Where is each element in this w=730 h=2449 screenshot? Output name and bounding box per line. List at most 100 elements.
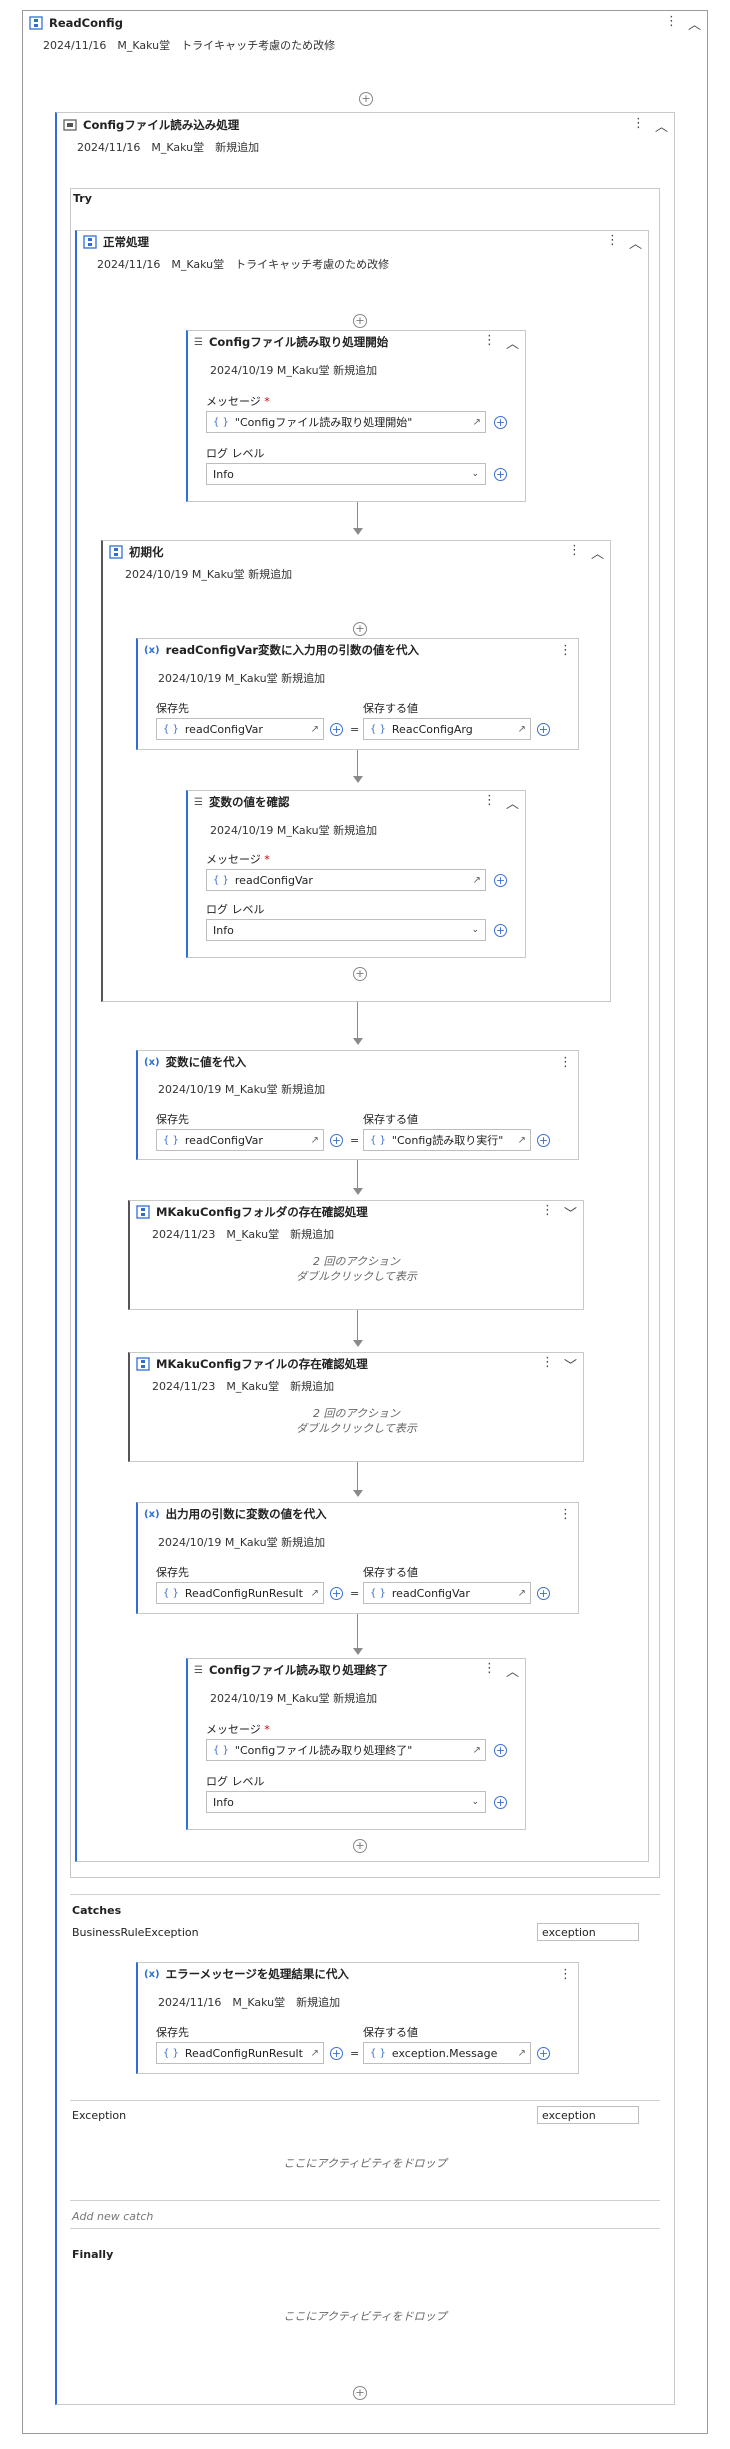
collapse-icon[interactable]: ︿ xyxy=(505,336,519,352)
collapse-icon[interactable]: ︿ xyxy=(505,1664,519,1680)
assign-read-activity[interactable]: (x) readConfigVar変数に入力用の引数の値を代入 ⋮ 2024/1… xyxy=(136,638,579,750)
expand-icon[interactable]: ↗ xyxy=(517,2047,526,2059)
more-options-icon[interactable]: ⋮ xyxy=(664,13,678,29)
assign-value-input[interactable]: { } ReacConfigArg ↗ xyxy=(363,718,531,740)
message-label: メッセージ * xyxy=(206,1723,270,1736)
expand-icon[interactable]: ↗ xyxy=(310,1587,319,1599)
log-level-select[interactable]: Info ⌄ xyxy=(206,1791,486,1813)
assign-value-input[interactable]: { } readConfigVar ↗ xyxy=(363,1582,531,1604)
insert-activity-button[interactable]: + xyxy=(353,622,367,636)
add-expression-icon[interactable]: + xyxy=(494,1796,507,1809)
expand-icon[interactable]: ↗ xyxy=(310,1134,319,1146)
business-exception-var-input[interactable]: exception xyxy=(537,1923,639,1941)
assign-read-header[interactable]: (x) readConfigVar変数に入力用の引数の値を代入 ⋮ xyxy=(138,639,578,661)
add-expression-icon[interactable]: + xyxy=(537,1134,550,1147)
log-check-activity[interactable]: ☰ 変数の値を確認 ⋮︿ 2024/10/19 M_Kaku堂 新規追加 メッセ… xyxy=(186,790,526,958)
collapse-icon[interactable]: ︿ xyxy=(505,796,519,812)
readconfig-header[interactable]: ReadConfig ⋮︿ xyxy=(23,11,707,35)
assign-value-input[interactable]: { } "Config読み取り実行" ↗ xyxy=(363,1129,531,1151)
collapse-icon[interactable]: ︿ xyxy=(654,119,668,135)
insert-activity-button[interactable]: + xyxy=(353,967,367,981)
expand-icon[interactable]: ↗ xyxy=(517,1587,526,1599)
more-options-icon[interactable]: ⋮ xyxy=(540,1354,554,1370)
collapsed-summary[interactable]: 2 回のアクション ダブルクリックして表示 xyxy=(296,1255,417,1283)
more-options-icon[interactable]: ⋮ xyxy=(631,115,645,131)
more-options-icon[interactable]: ⋮ xyxy=(605,232,619,248)
init-header[interactable]: 初期化 ⋮︿ xyxy=(103,541,610,563)
insert-activity-button[interactable]: + xyxy=(359,92,373,106)
assign-to-input[interactable]: { } ReadConfigRunResult ↗ xyxy=(156,1582,324,1604)
add-expression-icon[interactable]: + xyxy=(537,1587,550,1600)
add-expression-icon[interactable]: + xyxy=(494,874,507,887)
add-expression-icon[interactable]: + xyxy=(330,1587,343,1600)
add-expression-icon[interactable]: + xyxy=(494,468,507,481)
folder-check-sequence[interactable]: MKakuConfigフォルダの存在確認処理 ⋮﹀ 2024/11/23 M_K… xyxy=(128,1200,584,1310)
expand-icon[interactable]: ↗ xyxy=(472,874,481,886)
assign-error-header[interactable]: (x) エラーメッセージを処理結果に代入 ⋮ xyxy=(138,1963,578,1985)
add-expression-icon[interactable]: + xyxy=(537,2047,550,2060)
add-expression-icon[interactable]: + xyxy=(330,2047,343,2060)
assign-var-activity[interactable]: (x) 変数に値を代入 ⋮ 2024/10/19 M_Kaku堂 新規追加 保存… xyxy=(136,1050,579,1160)
more-options-icon[interactable]: ⋮ xyxy=(567,542,581,558)
add-expression-icon[interactable]: + xyxy=(330,723,343,736)
log-end-activity[interactable]: ☰ Configファイル読み取り処理終了 ⋮︿ 2024/10/19 M_Kak… xyxy=(186,1658,526,1830)
log-start-activity[interactable]: ☰ Configファイル読み取り処理開始 ⋮︿ 2024/10/19 M_Kak… xyxy=(186,330,526,502)
log-level-select[interactable]: Info ⌄ xyxy=(206,919,486,941)
more-options-icon[interactable]: ⋮ xyxy=(482,332,496,348)
file-check-title: MKakuConfigファイルの存在確認処理 xyxy=(156,1357,368,1371)
expand-icon[interactable]: ↗ xyxy=(517,723,526,735)
assign-out-header[interactable]: (x) 出力用の引数に変数の値を代入 ⋮ xyxy=(138,1503,578,1525)
folder-check-header[interactable]: MKakuConfigフォルダの存在確認処理 ⋮﹀ xyxy=(130,1201,583,1223)
add-expression-icon[interactable]: + xyxy=(330,1134,343,1147)
exception-type[interactable]: Exception xyxy=(72,2109,127,2122)
more-options-icon[interactable]: ⋮ xyxy=(559,642,572,658)
collapse-icon[interactable]: ︿ xyxy=(687,17,701,33)
message-input[interactable]: { } readConfigVar ↗ xyxy=(206,869,486,891)
more-options-icon[interactable]: ⋮ xyxy=(559,1966,572,1982)
add-expression-icon[interactable]: + xyxy=(494,924,507,937)
message-input[interactable]: { } "Configファイル読み取り処理開始" ↗ xyxy=(206,411,486,433)
more-options-icon[interactable]: ⋮ xyxy=(559,1506,572,1522)
log-level-select[interactable]: Info ⌄ xyxy=(206,463,486,485)
finally-drop-zone[interactable]: ここにアクティビティをドロップ xyxy=(283,2310,447,2323)
message-input[interactable]: { } "Configファイル読み取り処理終了" ↗ xyxy=(206,1739,486,1761)
insert-activity-button[interactable]: + xyxy=(353,1839,367,1853)
add-expression-icon[interactable]: + xyxy=(494,1744,507,1757)
log-start-header[interactable]: ☰ Configファイル読み取り処理開始 ⋮︿ xyxy=(188,331,525,353)
config-load-header[interactable]: Configファイル読み込み処理 ⋮︿ xyxy=(57,113,674,137)
add-expression-icon[interactable]: + xyxy=(494,416,507,429)
business-exception-type[interactable]: BusinessRuleException xyxy=(72,1926,199,1939)
collapse-icon[interactable]: ︿ xyxy=(628,236,642,252)
expand-icon[interactable]: ↗ xyxy=(310,2047,319,2059)
collapsed-summary[interactable]: 2 回のアクション ダブルクリックして表示 xyxy=(296,1407,417,1435)
expand-icon[interactable]: ↗ xyxy=(472,416,481,428)
expand-icon[interactable]: ↗ xyxy=(472,1744,481,1756)
assign-to-input[interactable]: { } readConfigVar ↗ xyxy=(156,718,324,740)
insert-activity-button[interactable]: + xyxy=(353,2386,367,2400)
expand-icon[interactable]: ﹀ xyxy=(563,1358,577,1374)
assign-value-input[interactable]: { } exception.Message ↗ xyxy=(363,2042,531,2064)
normal-process-header[interactable]: 正常処理 ⋮︿ xyxy=(77,231,648,253)
expand-icon[interactable]: ↗ xyxy=(310,723,319,735)
add-expression-icon[interactable]: + xyxy=(537,723,550,736)
exception-var-input[interactable]: exception xyxy=(537,2106,639,2124)
file-check-sequence[interactable]: MKakuConfigファイルの存在確認処理 ⋮﹀ 2024/11/23 M_K… xyxy=(128,1352,584,1462)
assign-error-activity[interactable]: (x) エラーメッセージを処理結果に代入 ⋮ 2024/11/16 M_Kaku… xyxy=(136,1962,579,2074)
catch-drop-zone[interactable]: ここにアクティビティをドロップ xyxy=(283,2157,447,2170)
assign-var-header[interactable]: (x) 変数に値を代入 ⋮ xyxy=(138,1051,578,1073)
more-options-icon[interactable]: ⋮ xyxy=(482,1660,496,1676)
assign-out-activity[interactable]: (x) 出力用の引数に変数の値を代入 ⋮ 2024/10/19 M_Kaku堂 … xyxy=(136,1502,579,1614)
file-check-header[interactable]: MKakuConfigファイルの存在確認処理 ⋮ ﹀ xyxy=(130,1353,583,1375)
more-options-icon[interactable]: ⋮ xyxy=(482,792,496,808)
collapse-icon[interactable]: ︿ xyxy=(590,546,604,562)
expand-icon[interactable]: ﹀ xyxy=(563,1206,577,1222)
more-options-icon[interactable]: ⋮ xyxy=(540,1202,554,1218)
assign-to-input[interactable]: { } readConfigVar ↗ xyxy=(156,1129,324,1151)
log-check-header[interactable]: ☰ 変数の値を確認 ⋮︿ xyxy=(188,791,525,813)
assign-to-input[interactable]: { } ReadConfigRunResult ↗ xyxy=(156,2042,324,2064)
log-end-header[interactable]: ☰ Configファイル読み取り処理終了 ⋮︿ xyxy=(188,1659,525,1681)
insert-activity-button[interactable]: + xyxy=(353,314,367,328)
more-options-icon[interactable]: ⋮ xyxy=(559,1054,572,1070)
add-new-catch-link[interactable]: Add new catch xyxy=(72,2210,154,2223)
expand-icon[interactable]: ↗ xyxy=(517,1134,526,1146)
